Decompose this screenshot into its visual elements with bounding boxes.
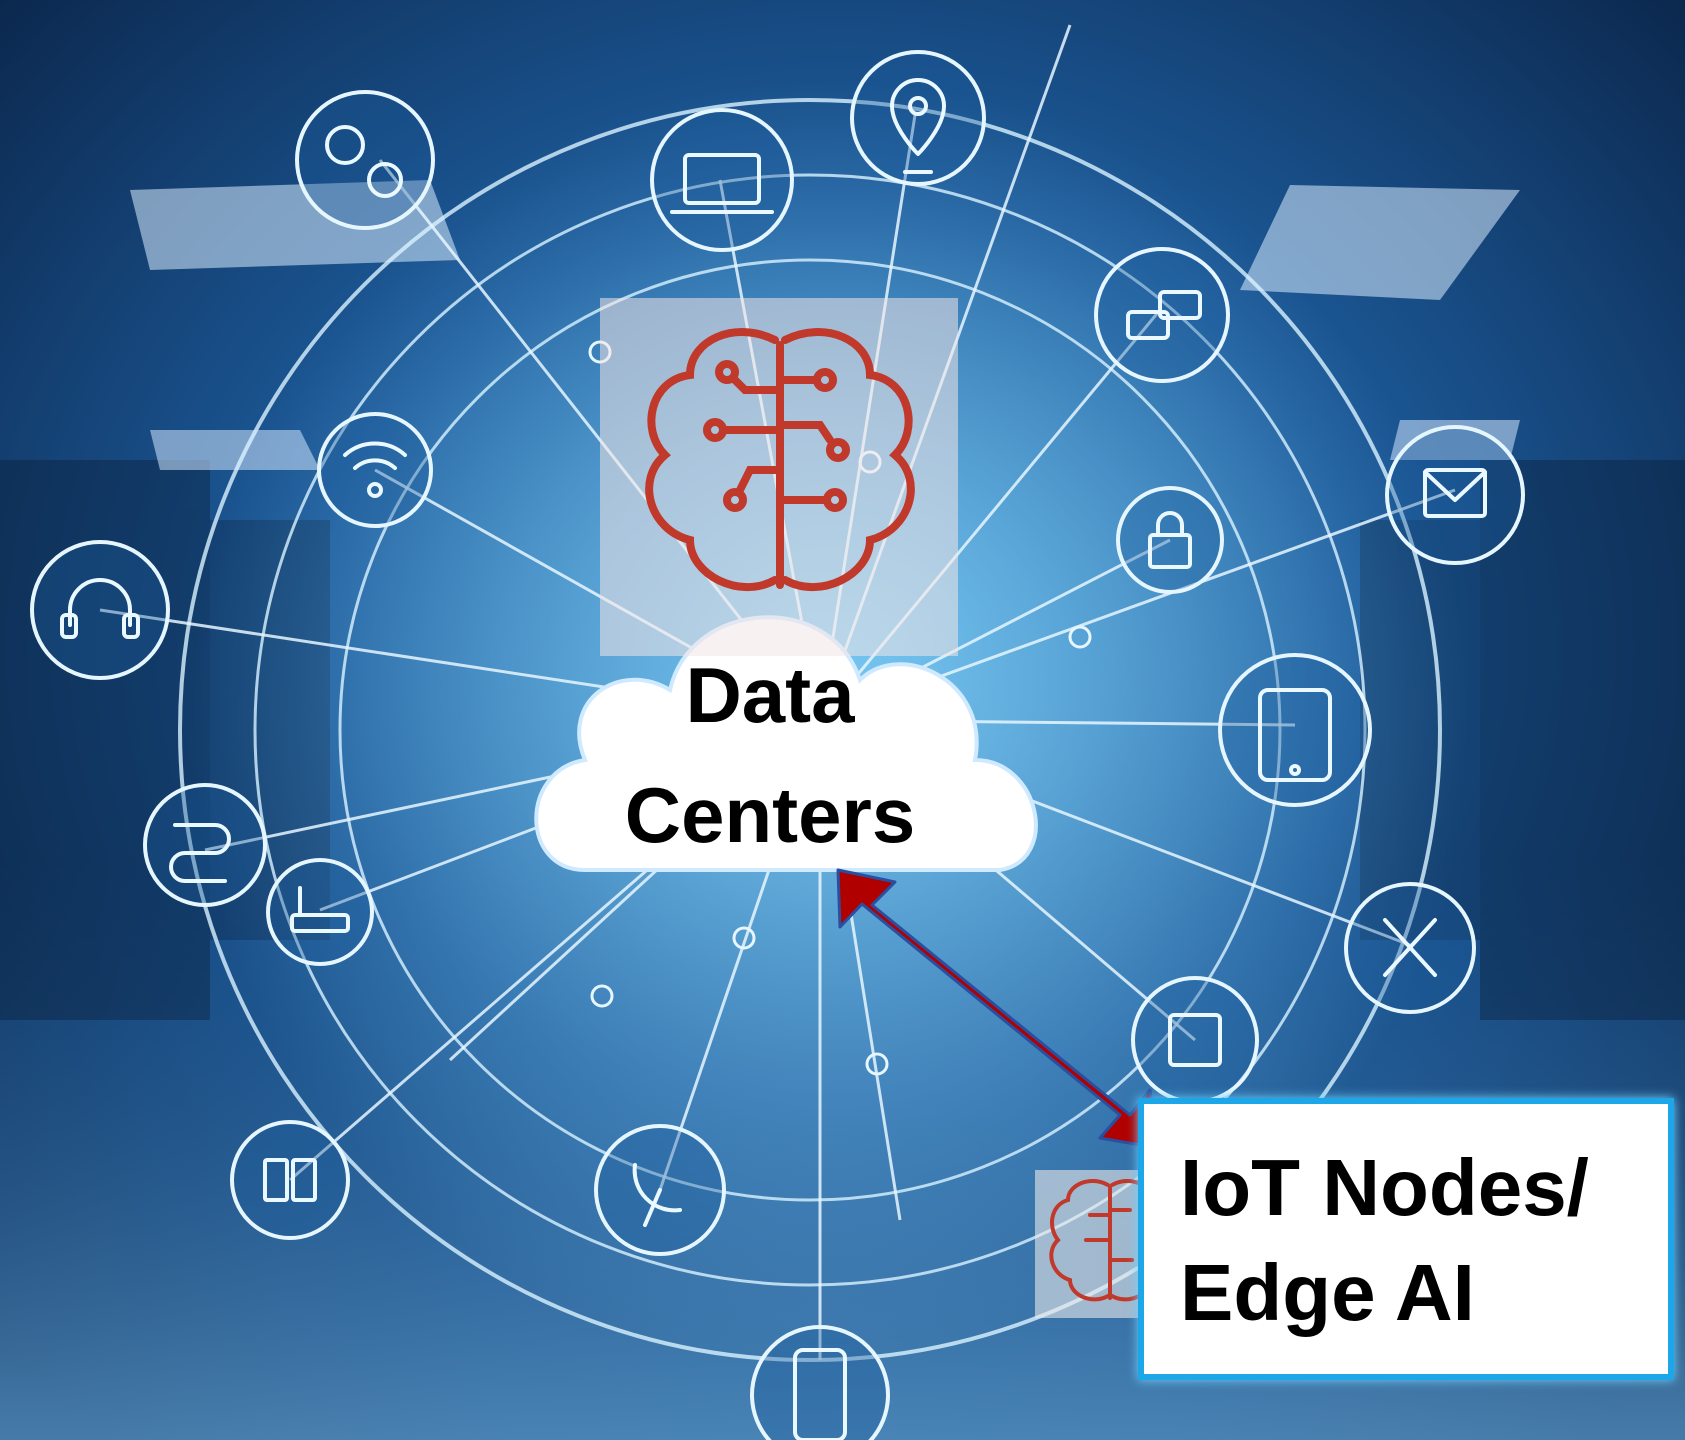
edge-ai-label-line2: Edge AI [1180, 1248, 1475, 1337]
location-pin-icon [850, 50, 986, 186]
headset-icon [30, 540, 170, 680]
server-icon [230, 1120, 350, 1240]
cable-icon [143, 783, 267, 907]
data-centers-label-line1: Data [685, 651, 855, 739]
tablet-icon [1218, 653, 1372, 807]
iot-edge-label-box [1138, 1098, 1674, 1380]
laptop-icon [650, 108, 794, 252]
wifi-icon [317, 412, 433, 528]
central-brain-icon [645, 328, 915, 592]
data-centers-label-line2: Centers [624, 771, 916, 859]
central-brain-panel [600, 298, 958, 656]
iot-nodes-label-line1: IoT Nodes/ [1180, 1143, 1589, 1232]
email-icon [1385, 425, 1525, 565]
lock-icon [1116, 486, 1224, 594]
icon-glyphs [60, 78, 1487, 1440]
smartphone-icon [750, 1325, 890, 1440]
gears-icon [295, 90, 435, 230]
router-icon [266, 858, 374, 966]
ai-chip-icon [1131, 976, 1259, 1104]
network-rings [178, 98, 1442, 1362]
